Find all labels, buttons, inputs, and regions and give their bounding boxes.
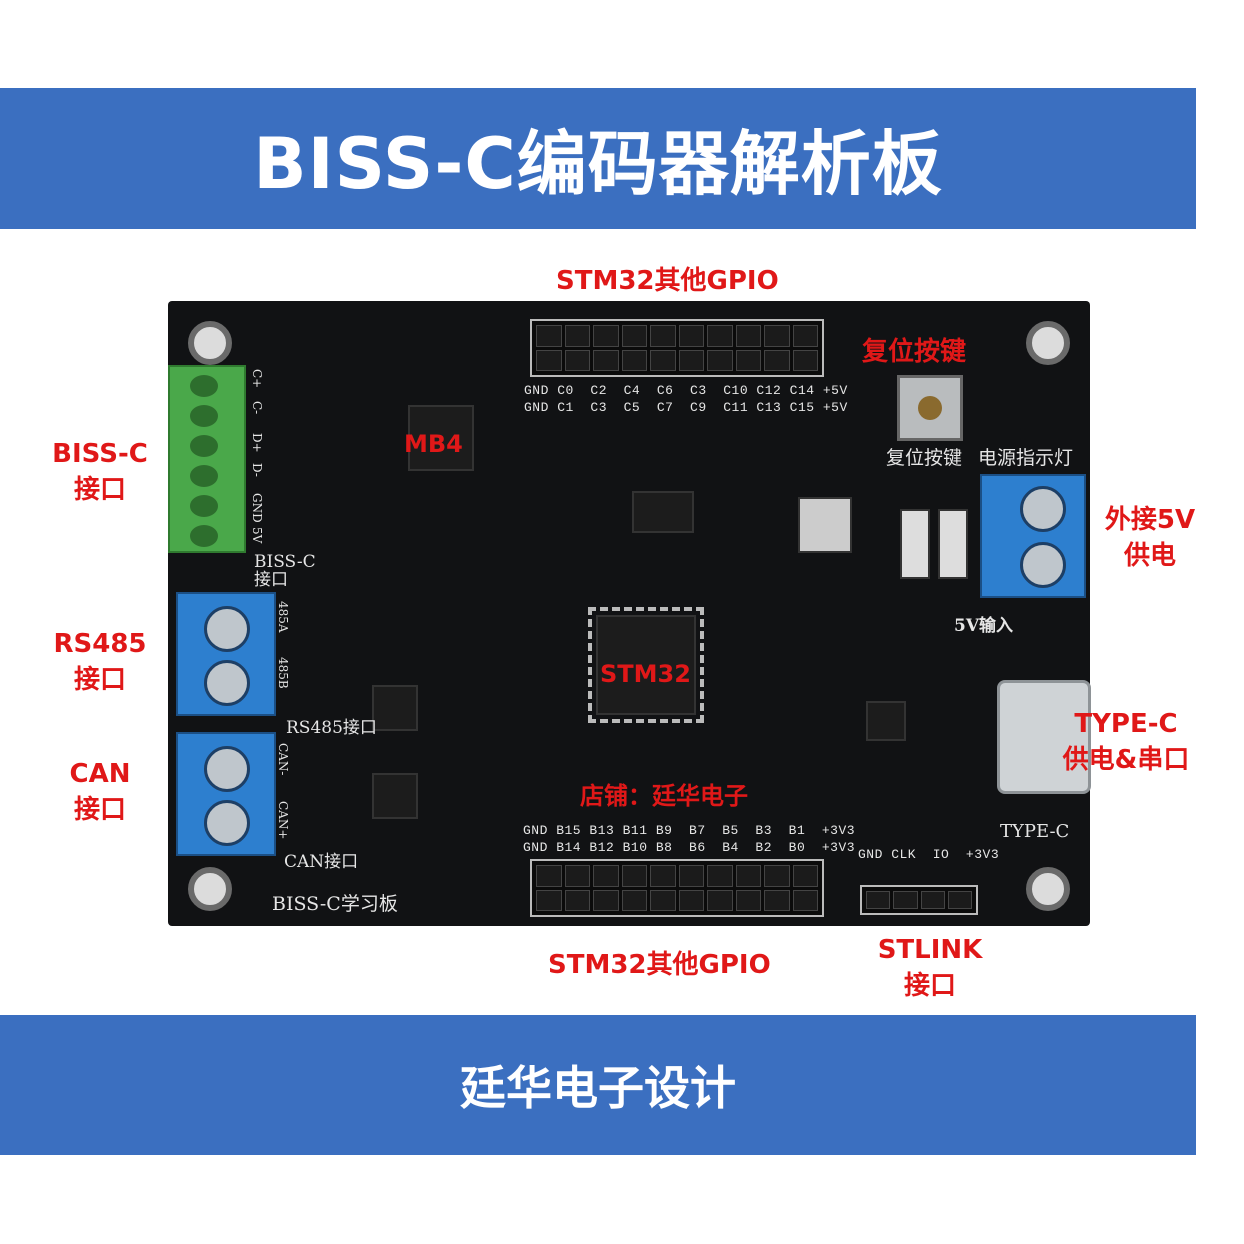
silk-485b: 485B bbox=[276, 657, 290, 689]
mount-hole-icon bbox=[1026, 321, 1070, 365]
gpio-bottom-row1: GND B15 B13 B11 B9 B7 B5 B3 B1 +3V3 bbox=[523, 823, 856, 838]
silk-pin-gnd: GND bbox=[250, 493, 264, 523]
silk-reset-label: 复位按键 bbox=[886, 447, 963, 469]
mb4-chip bbox=[408, 405, 474, 471]
swd-header bbox=[860, 885, 978, 915]
mount-hole-icon bbox=[188, 867, 232, 911]
regulator bbox=[798, 497, 852, 553]
rs485-terminal-block bbox=[176, 592, 276, 716]
usb-typec-connector bbox=[997, 680, 1091, 794]
can-chip bbox=[372, 773, 418, 819]
silk-power-led: 电源指示灯 bbox=[978, 447, 1074, 469]
silk-bissc-port: BISS-C 接口 bbox=[254, 552, 316, 590]
silk-can-port: CAN接口 bbox=[284, 852, 359, 872]
swd-pins: GND CLK IO +3V3 bbox=[858, 847, 1000, 862]
annotation-shop: 店铺：廷华电子 bbox=[580, 782, 748, 810]
gpio-header-top bbox=[530, 319, 824, 377]
crystal bbox=[632, 491, 694, 533]
silk-pin-dminus: D- bbox=[250, 463, 264, 477]
mount-hole-icon bbox=[1026, 867, 1070, 911]
bissc-terminal-block bbox=[168, 365, 246, 553]
title-text: BISS-C编码器解析板 bbox=[253, 123, 943, 205]
annotation-reset: 复位按键 bbox=[862, 337, 967, 367]
silk-pin-5v: 5V bbox=[250, 527, 264, 544]
usb-uart-chip bbox=[866, 701, 906, 741]
can-terminal-block bbox=[176, 732, 276, 856]
footer-text: 廷华电子设计 bbox=[460, 1061, 736, 1115]
silk-pin-cplus: C+ bbox=[250, 369, 264, 389]
silk-typec-port: TYPE-C bbox=[1000, 821, 1070, 842]
gpio-top-row2: GND C1 C3 C5 C7 C9 C11 C13 C15 +5V bbox=[524, 400, 848, 415]
gpio-top-row1: GND C0 C2 C4 C6 C3 C10 C12 C14 +5V bbox=[524, 383, 848, 398]
mount-hole-icon bbox=[188, 321, 232, 365]
annotation-gpio-bottom: STM32其他GPIO bbox=[548, 950, 771, 980]
gpio-header-bottom bbox=[530, 859, 824, 917]
silk-board-name: BISS-C学习板 bbox=[272, 893, 398, 915]
silk-can-plus: CAN+ bbox=[276, 801, 290, 840]
silk-rs485-port: RS485接口 bbox=[286, 718, 377, 738]
annotation-stm32: STM32 bbox=[600, 660, 691, 688]
rs485-chip bbox=[372, 685, 418, 731]
annotation-mb4: MB4 bbox=[404, 430, 463, 458]
diode-d2 bbox=[938, 509, 968, 579]
annotation-gpio-top: STM32其他GPIO bbox=[556, 266, 779, 296]
gpio-bottom-row2: GND B14 B12 B10 B8 B6 B4 B2 B0 +3V3 bbox=[523, 840, 856, 855]
diode-d1 bbox=[900, 509, 930, 579]
footer-banner: 廷华电子设计 bbox=[0, 1015, 1196, 1155]
title-banner: BISS-C编码器解析板 bbox=[0, 88, 1196, 229]
silk-485a: 485A bbox=[276, 601, 290, 633]
silk-pin-dplus: D+ bbox=[250, 433, 264, 453]
power-terminal-block bbox=[980, 474, 1086, 598]
reset-button bbox=[897, 375, 963, 441]
silk-can-minus: CAN- bbox=[276, 743, 290, 776]
stm32-chip bbox=[588, 607, 704, 723]
silk-pin-cminus: C- bbox=[250, 401, 264, 415]
silk-5v-input: 5V输入 bbox=[954, 616, 1014, 636]
